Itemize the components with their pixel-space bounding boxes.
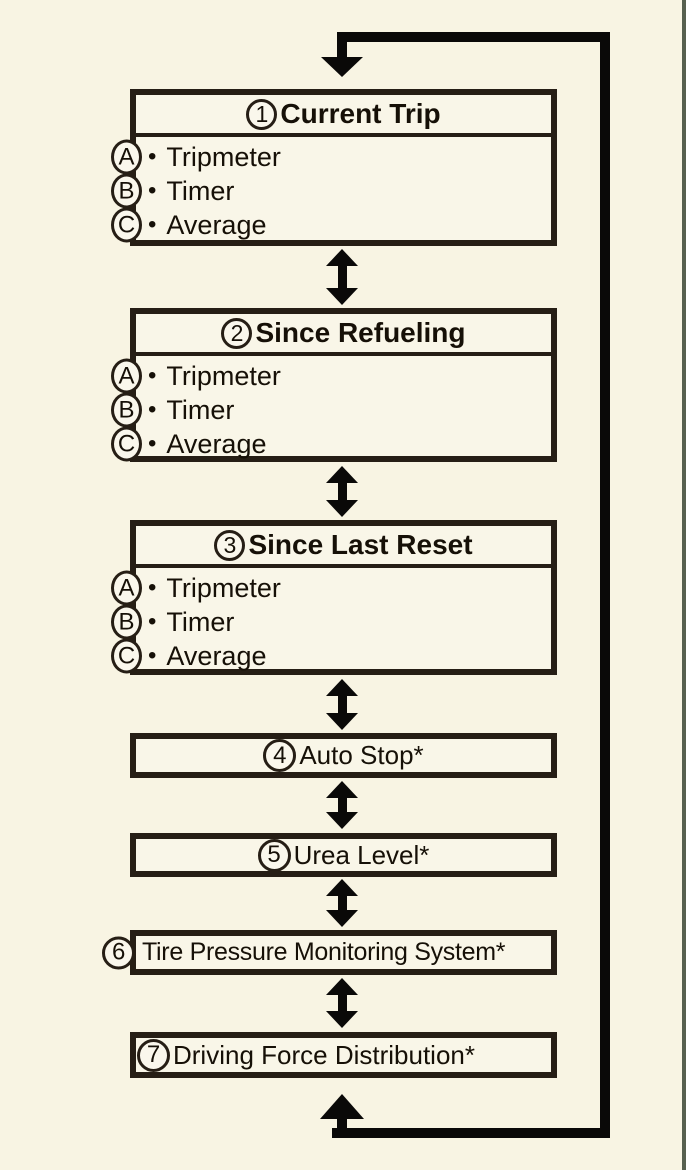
menu-box-header: 4 Auto Stop* [136, 739, 551, 772]
bullet-icon: • [148, 608, 157, 635]
menu-item-label: Timer [166, 606, 235, 637]
menu-box-header: 1 Current Trip [136, 95, 551, 137]
bullet-icon: • [148, 362, 157, 389]
down-arrowhead-icon [326, 910, 358, 927]
arrow-shaft [337, 696, 347, 713]
bullet-icon: • [148, 574, 157, 601]
bullet-icon: • [148, 396, 157, 423]
menu-box-title: Since Last Reset [248, 529, 473, 560]
menu-box-since-last-reset: 3 Since Last Reset A • Tripmeter B • Tim… [111, 520, 557, 675]
up-arrowhead-icon [326, 679, 358, 696]
menu-box-title: Driving Force Distribution* [173, 1039, 475, 1070]
up-arrowhead-icon [326, 879, 358, 896]
flow-arrow-6-7 [325, 978, 359, 1028]
circled-letter-badge: B [111, 604, 142, 640]
down-arrowhead-icon [326, 713, 358, 730]
arrow-shaft [337, 798, 347, 812]
bullet-icon: • [148, 177, 157, 204]
menu-item-label: Average [166, 640, 267, 671]
menu-item-average: C • Average [111, 426, 551, 462]
circled-letter-badge: A [111, 570, 142, 606]
menu-box-since-refueling: 2 Since Refueling A • Tripmeter B • Time… [111, 308, 557, 462]
menu-box-body: A • Tripmeter B • Timer C • Average [111, 356, 551, 462]
menu-item-tripmeter: A • Tripmeter [111, 358, 551, 394]
menu-box-body: A • Tripmeter B • Timer C • Average [111, 568, 551, 674]
menu-box-header: 3 Since Last Reset [136, 526, 551, 568]
menu-box-title: Current Trip [280, 98, 441, 129]
menu-item-label: Tripmeter [166, 572, 281, 603]
circled-letter-badge: B [111, 392, 142, 428]
bullet-icon: • [148, 642, 157, 669]
menu-box-title: Since Refueling [255, 317, 466, 348]
menu-item-timer: B • Timer [111, 392, 551, 428]
menu-item-label: Tripmeter [166, 360, 281, 391]
loop-arrow-right-segment [600, 32, 610, 1138]
menu-box-tire-pressure: 6 Tire Pressure Monitoring System* [102, 930, 557, 975]
menu-box-header: 7 Driving Force Distribution* [136, 1038, 551, 1072]
loop-arrow-bottom-segment [332, 1128, 610, 1138]
loop-arrow-entry-shaft [337, 40, 347, 58]
up-arrowhead-icon [320, 1094, 364, 1119]
circled-letter-badge: A [111, 139, 142, 175]
arrow-shaft [337, 896, 347, 910]
menu-item-label: Timer [166, 394, 235, 425]
menu-item-average: C • Average [111, 207, 551, 243]
menu-item-timer: B • Timer [111, 173, 551, 209]
menu-box-title: Auto Stop* [299, 740, 424, 770]
flow-arrow-3-4 [325, 679, 359, 730]
menu-item-tripmeter: A • Tripmeter [111, 570, 551, 606]
loop-arrow-top-segment [337, 32, 610, 42]
menu-item-average: C • Average [111, 638, 551, 674]
circled-number-badge: 6 [102, 936, 135, 969]
circled-letter-badge: C [111, 207, 142, 243]
bullet-icon: • [148, 211, 157, 238]
circled-number-badge: 5 [257, 838, 291, 872]
arrow-shaft [337, 483, 347, 500]
flow-arrow-1-2 [325, 249, 359, 305]
circled-number-badge: 3 [214, 529, 246, 561]
down-arrowhead-icon [326, 1011, 358, 1028]
menu-item-label: Average [166, 209, 267, 240]
arrow-shaft [337, 995, 347, 1011]
menu-item-timer: B • Timer [111, 604, 551, 640]
flow-arrow-2-3 [325, 466, 359, 517]
page-edge-strip [682, 0, 686, 1170]
circled-number-badge: 1 [246, 98, 278, 130]
up-arrowhead-icon [326, 781, 358, 798]
circled-letter-badge: A [111, 358, 142, 394]
up-arrowhead-icon [326, 249, 358, 266]
circled-number-badge: 4 [263, 739, 297, 772]
circled-letter-badge: C [111, 426, 142, 462]
down-arrowhead-icon [326, 812, 358, 829]
menu-box-header: 6 Tire Pressure Monitoring System* [102, 936, 551, 969]
menu-item-label: Average [166, 428, 267, 459]
menu-box-header: 5 Urea Level* [136, 838, 551, 872]
menu-box-urea-level: 5 Urea Level* [130, 833, 557, 877]
menu-box-driving-force: 7 Driving Force Distribution* [130, 1032, 557, 1078]
down-arrowhead-icon [326, 288, 358, 305]
circled-letter-badge: B [111, 173, 142, 209]
circled-number-badge: 2 [221, 317, 253, 349]
circled-number-badge: 7 [137, 1038, 170, 1072]
bullet-icon: • [148, 143, 157, 170]
down-arrowhead-icon [326, 500, 358, 517]
menu-box-body: A • Tripmeter B • Timer C • Average [111, 137, 551, 243]
arrow-shaft [337, 266, 347, 288]
menu-item-label: Tripmeter [166, 141, 281, 172]
flow-arrow-5-6 [325, 879, 359, 927]
menu-box-title: Urea Level* [293, 839, 430, 870]
down-arrowhead-icon [321, 57, 363, 77]
menu-box-title: Tire Pressure Monitoring System* [142, 938, 506, 966]
up-arrowhead-icon [326, 978, 358, 995]
loop-arrow-exit-shaft [337, 1117, 347, 1130]
menu-box-auto-stop: 4 Auto Stop* [130, 733, 557, 778]
up-arrowhead-icon [326, 466, 358, 483]
bullet-icon: • [148, 430, 157, 457]
menu-box-header: 2 Since Refueling [136, 314, 551, 356]
menu-box-current-trip: 1 Current Trip A • Tripmeter B • Timer C… [111, 89, 557, 246]
flow-arrow-4-5 [325, 781, 359, 829]
menu-item-tripmeter: A • Tripmeter [111, 139, 551, 175]
menu-item-label: Timer [166, 175, 235, 206]
circled-letter-badge: C [111, 638, 142, 674]
